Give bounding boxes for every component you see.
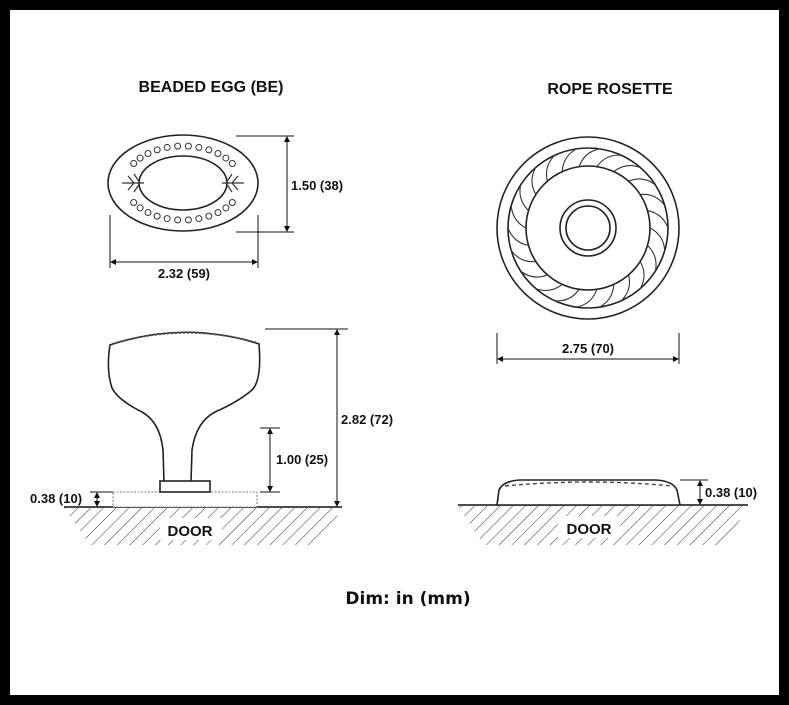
bead — [228, 198, 236, 206]
rosette-diameter-dimension: 2.75 (70) — [496, 333, 680, 364]
bead — [174, 216, 182, 224]
bead — [184, 142, 192, 150]
bead — [222, 154, 230, 162]
bead — [205, 146, 213, 154]
bead — [153, 212, 161, 220]
rope-twist — [535, 283, 563, 291]
bead — [195, 215, 203, 223]
rope-rosette-title: ROPE ROSETTE — [547, 81, 673, 98]
rope-twist — [507, 227, 529, 247]
rope-twist — [620, 274, 631, 302]
bead — [163, 143, 171, 151]
neck-dimension: 1.00 (25) — [260, 427, 328, 493]
bead — [228, 160, 236, 168]
knob-side-view — [107, 331, 261, 493]
egg-height-dimension: 1.50 (38) — [236, 135, 343, 233]
rosette-outline — [112, 491, 258, 508]
rope-twist — [649, 227, 666, 251]
rope-twist — [510, 205, 527, 229]
rope-twist — [613, 165, 641, 173]
bead — [214, 209, 222, 217]
bead — [130, 198, 138, 206]
rope-twist — [628, 178, 656, 186]
rosette-height-label-right: 0.38 (10) — [705, 485, 757, 500]
units-note: Dim: in (mm) — [345, 589, 470, 609]
rope-twist — [599, 284, 615, 308]
bead — [153, 146, 161, 154]
egg-width-label: 2.32 (59) — [158, 266, 210, 281]
rope-twist — [520, 270, 548, 278]
bead — [184, 216, 192, 224]
rope-twist — [576, 289, 598, 308]
bead — [144, 149, 152, 157]
rope-twist — [647, 209, 669, 229]
rosette-diameter-label: 2.75 (70) — [562, 341, 614, 356]
rosette-height-dimension-right: 0.38 (10) — [680, 479, 757, 505]
rope-twist — [647, 245, 657, 272]
rope-rosette-top-view — [496, 136, 680, 320]
rope-twist — [531, 167, 537, 195]
rope-twist — [640, 193, 666, 206]
projection-dimension: 2.82 (72) — [265, 328, 393, 507]
bead — [205, 212, 213, 220]
rosette-side-view — [496, 479, 681, 506]
bead — [174, 142, 182, 150]
bead — [222, 204, 230, 212]
rope-twist — [554, 289, 580, 302]
rope-twist — [639, 261, 645, 289]
rope-twist — [519, 184, 529, 211]
rope-twist — [510, 250, 536, 263]
rope-twist — [545, 154, 556, 182]
bead — [163, 215, 171, 223]
rosette-height-label-left: 0.38 (10) — [30, 491, 82, 506]
beaded-egg-top-view — [107, 134, 259, 232]
door-label-left: DOOR — [168, 523, 213, 540]
beaded-egg-title: BEADED EGG (BE) — [139, 79, 284, 96]
egg-height-label: 1.50 (38) — [291, 178, 343, 193]
bead — [214, 149, 222, 157]
bead — [144, 209, 152, 217]
bead — [195, 143, 203, 151]
neck-label: 1.00 (25) — [276, 452, 328, 467]
projection-label: 2.82 (72) — [341, 412, 393, 427]
rosette-height-dimension-left: 0.38 (10) — [30, 491, 113, 507]
rope-twist — [561, 148, 577, 172]
bead — [130, 160, 138, 168]
bead — [136, 154, 144, 162]
egg-width-dimension: 2.32 (59) — [109, 215, 259, 281]
rope-twist — [578, 148, 600, 167]
rope-twist — [596, 154, 622, 167]
bead — [136, 204, 144, 212]
door-label-right: DOOR — [567, 521, 612, 538]
